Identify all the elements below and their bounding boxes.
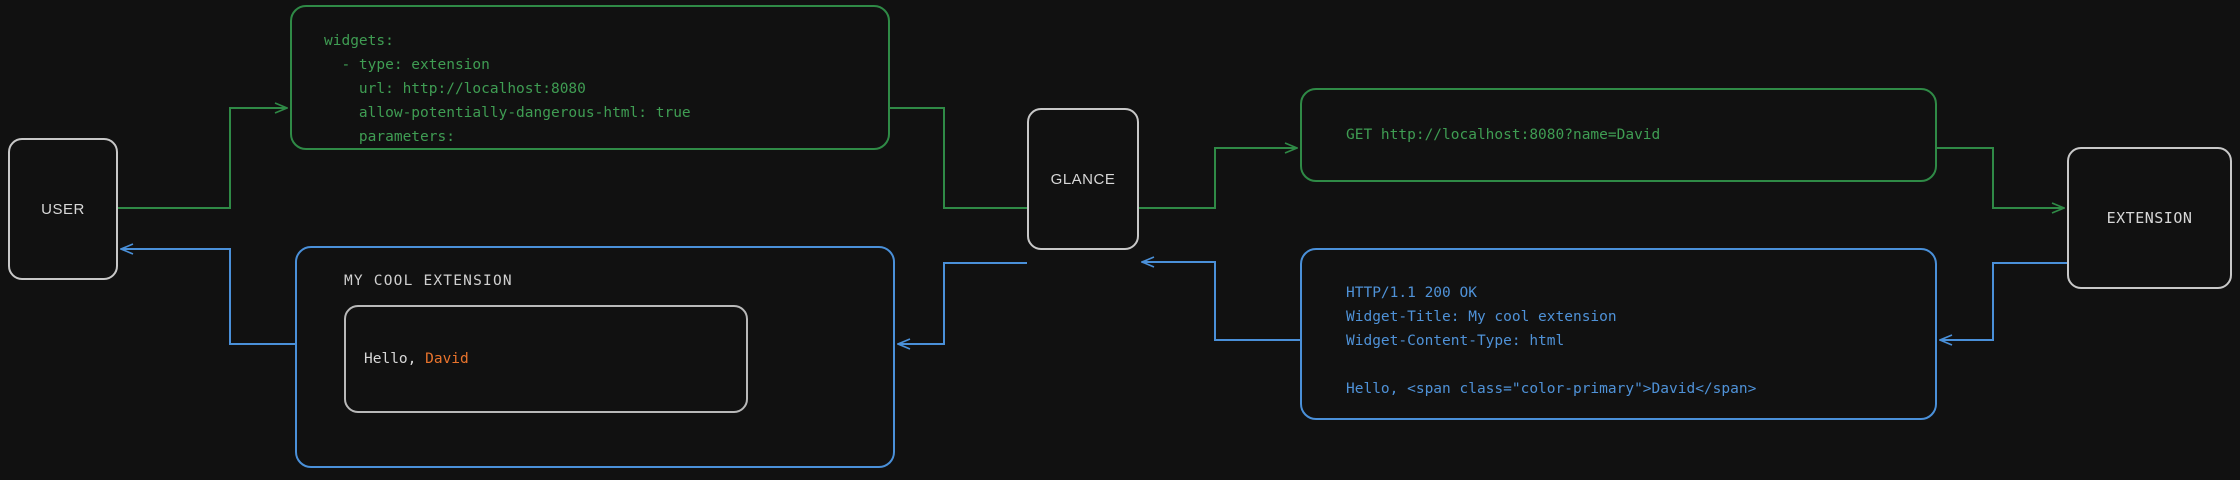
edge-extension-to-response: [1941, 262, 2067, 340]
node-glance[interactable]: GLANCE: [1027, 108, 1139, 250]
panel-config: widgets: - type: extension url: http://l…: [290, 5, 890, 150]
node-extension[interactable]: EXTENSION: [2067, 147, 2232, 289]
widget-greeting-name: David: [425, 351, 469, 367]
edge-user-to-config: [118, 108, 286, 209]
panel-http-response: HTTP/1.1 200 OK Widget-Title: My cool ex…: [1300, 248, 1937, 420]
node-user-label: USER: [41, 200, 85, 218]
node-extension-label: EXTENSION: [2106, 209, 2193, 227]
config-yaml-text: widgets: - type: extension url: http://l…: [324, 33, 691, 145]
edge-request-to-extension: [1937, 147, 2063, 208]
http-response-text: HTTP/1.1 200 OK Widget-Title: My cool ex…: [1346, 285, 1757, 397]
widget-greeting-prefix: Hello,: [364, 351, 426, 367]
widget-card: Hello, David: [344, 305, 748, 413]
widget-greeting: Hello, David: [364, 351, 469, 367]
widget-title: MY COOL EXTENSION: [344, 273, 513, 289]
edge-widget-to-user: [122, 249, 295, 345]
widget-inner: MY COOL EXTENSION Hello, David: [297, 248, 893, 413]
node-glance-label: GLANCE: [1050, 170, 1116, 188]
panel-http-request: GET http://localhost:8080?name=David: [1300, 88, 1937, 182]
node-user[interactable]: USER: [8, 138, 118, 280]
http-request-text: GET http://localhost:8080?name=David: [1346, 127, 1661, 143]
edge-glance-to-request: [1139, 148, 1296, 209]
edge-config-to-glance-path: [890, 107, 1027, 209]
panel-rendered-widget: MY COOL EXTENSION Hello, David: [295, 246, 895, 468]
edge-glance-to-widget: [899, 262, 1027, 344]
edge-response-to-glance: [1143, 262, 1300, 341]
